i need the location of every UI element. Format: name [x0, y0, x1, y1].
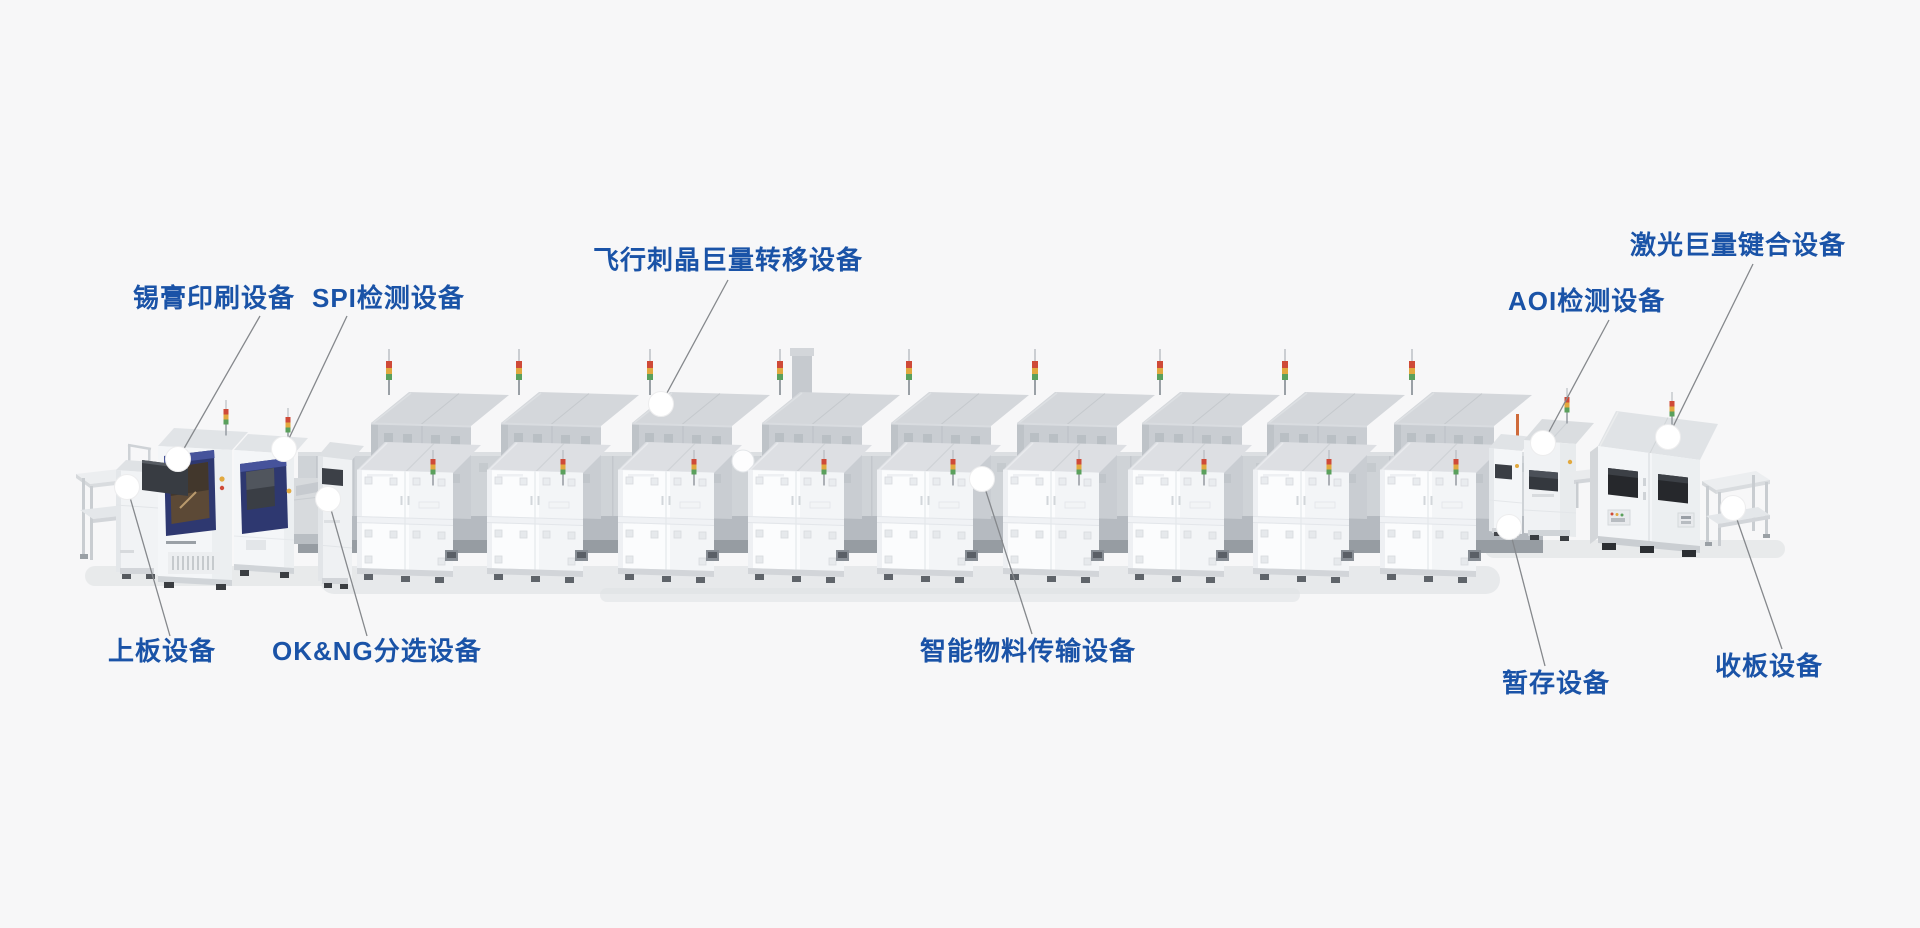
callout-dot-aoi	[1530, 430, 1556, 456]
callout-dots	[114, 391, 1746, 540]
callout-dot-solder-printer	[165, 446, 191, 472]
label-collector: 收板设备	[1715, 651, 1824, 681]
label-laser-bonding: 激光巨量键合设备	[1630, 230, 1847, 260]
label-transfer: 飞行刺晶巨量转移设备	[593, 245, 864, 275]
front-material-cabinets	[357, 442, 1504, 583]
callout-dot-loader	[114, 474, 140, 500]
callout-lines	[126, 263, 1783, 667]
callout-line-collector	[1732, 507, 1783, 650]
machine-aoi	[1523, 388, 1594, 541]
callout-line-laser	[1667, 263, 1754, 438]
label-loader: 上板设备	[108, 636, 217, 666]
callout-line-loader	[126, 486, 171, 637]
label-spi: SPI检测设备	[312, 283, 465, 313]
callout-line-spi	[283, 315, 348, 450]
callout-dot-buffer	[1496, 514, 1522, 540]
callout-line-aoi	[1542, 319, 1610, 444]
callout-dot-spi	[271, 436, 297, 462]
callout-line-sorter	[327, 498, 368, 637]
porthole	[731, 449, 755, 473]
label-solder-printer: 锡膏印刷设备	[133, 283, 296, 313]
machine-laser-bonder	[1590, 392, 1718, 557]
callout-line-transfer	[660, 279, 729, 405]
label-sorter: OK&NG分选设备	[272, 636, 482, 666]
callout-dot-transfer	[648, 391, 674, 417]
callout-line-buffer	[1508, 526, 1546, 667]
callout-line-solder-printer	[177, 315, 261, 460]
machine-buffer	[1488, 414, 1534, 537]
label-material: 智能物料传输设备	[920, 636, 1137, 666]
callout-dot-material	[969, 466, 995, 492]
callout-dot-collector	[1720, 495, 1746, 521]
label-aoi: AOI检测设备	[1508, 286, 1666, 316]
label-buffer: 暂存设备	[1502, 668, 1611, 698]
machine-collector-table	[1702, 471, 1770, 546]
callout-dot-laser	[1655, 424, 1681, 450]
callout-dot-sorter	[315, 486, 341, 512]
link-conveyor	[293, 478, 321, 544]
callout-line-material	[981, 478, 1033, 635]
